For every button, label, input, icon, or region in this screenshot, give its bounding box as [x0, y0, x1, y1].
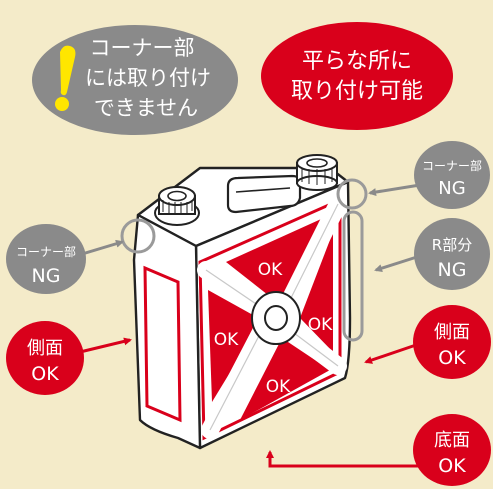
arrow-corner-left — [81, 239, 124, 256]
corner-warning-line-1: コーナー部 — [90, 36, 195, 60]
panel-quad-bottom — [240, 338, 330, 420]
arrow-corner-right — [368, 183, 421, 197]
panel-label-right: OK — [308, 315, 333, 335]
arrow-side-left — [79, 337, 132, 354]
bubble-side-left-line-2: OK — [31, 363, 59, 385]
bubble-side-right-line-1: 側面 — [434, 322, 470, 343]
flat-ok-callout: 平らな所に 取り付け可能 — [261, 22, 453, 130]
flat-ok-line-2: 取り付け可能 — [291, 79, 423, 104]
corner-warning-line-2: には取り付け — [85, 66, 211, 90]
panel-quad-right — [300, 232, 333, 352]
left-cap — [154, 186, 200, 226]
bubble-bottom-line-1: 底面 — [434, 430, 470, 451]
panel-label-left: OK — [214, 330, 239, 350]
bubble-corner-left: コーナー部 NG — [6, 224, 86, 294]
right-cap — [296, 154, 338, 191]
panel-label-top: OK — [258, 260, 283, 280]
bubble-corner-right-line-2: NG — [438, 178, 465, 199]
bubble-corner-right-line-1: コーナー部 — [422, 158, 482, 173]
bubble-bottom: 底面 OK — [413, 414, 491, 486]
corner-warning-callout: コーナー部 には取り付け できません — [32, 25, 238, 135]
bubble-side-right: 側面 OK — [413, 305, 491, 379]
panel-label-bottom: OK — [266, 377, 291, 397]
corner-warning-line-3: できません — [94, 96, 198, 120]
exclamation-icon — [55, 45, 76, 111]
bubble-corner-right: コーナー部 NG — [414, 141, 490, 209]
corner-marker-right — [336, 178, 368, 210]
bubble-r-part: R部分 NG — [414, 218, 490, 290]
arrow-r-part — [374, 254, 421, 272]
bubble-corner-left-line-1: コーナー部 — [16, 244, 76, 259]
bubble-r-part-line-1: R部分 — [432, 236, 472, 254]
bubble-bottom-line-2: OK — [438, 455, 466, 477]
left-side-panel — [143, 265, 182, 423]
flat-ok-line-1: 平らな所に — [302, 49, 412, 74]
panel-quad-top — [226, 215, 330, 306]
jerry-can: OK OK OK OK — [132, 154, 352, 450]
bubble-side-left-line-1: 側面 — [27, 338, 63, 359]
corner-marker-left — [120, 218, 156, 254]
bubble-side-right-line-2: OK — [438, 347, 466, 369]
panel-quad-left — [208, 290, 262, 402]
arrow-side-right — [364, 343, 417, 364]
bubble-r-part-line-2: NG — [438, 259, 467, 281]
bubble-side-left: 側面 OK — [6, 321, 84, 395]
bubble-corner-left-line-2: NG — [32, 265, 61, 287]
arrow-bottom — [266, 450, 418, 468]
r-part-marker — [342, 210, 364, 342]
